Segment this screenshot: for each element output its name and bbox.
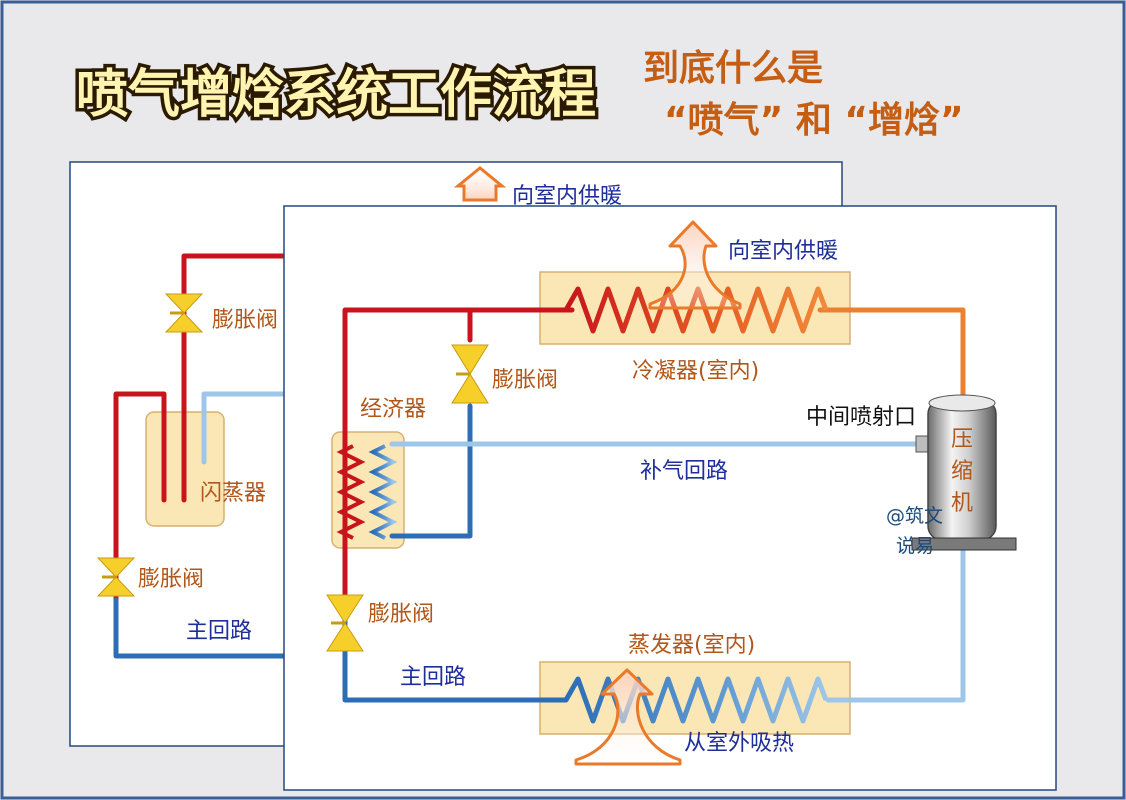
page-title: 喷气增焓系统工作流程 (76, 65, 596, 125)
condenser-label: 冷凝器(室内) (632, 359, 759, 384)
heating-arrow-icon (648, 220, 742, 310)
back-pipe-top (181, 253, 287, 503)
valve-top-icon (451, 344, 489, 404)
compressor-label-3: 机 (951, 491, 973, 516)
main-loop-label: 主回路 (400, 665, 466, 690)
front-panel: 向室内供暖 冷凝器(室内) 经济器 膨胀阀 膨胀阀 补气回路 主回路 蒸发器(室… (283, 205, 1057, 791)
valve-bottom-icon (326, 594, 364, 652)
evaporator-label: 蒸发器(室内) (628, 633, 755, 658)
subtitle-line-1: 到底什么是 (643, 48, 823, 89)
pipe-top-valve-down (389, 403, 473, 539)
absorb-label: 从室外吸热 (684, 731, 794, 756)
supplement-loop-label: 补气回路 (640, 459, 728, 484)
injection-port-label: 中间喷射口 (806, 405, 916, 430)
back-pipe-main-bottom (113, 597, 287, 659)
back-valve-top-icon (164, 293, 204, 333)
pipe-compressor-to-condenser (817, 307, 966, 403)
back-pipe-left-hot (113, 391, 167, 603)
watermark-line-1: @筑文 (886, 505, 943, 527)
back-main-loop-label: 主回路 (186, 619, 252, 644)
economizer-cold-coil (368, 444, 398, 540)
watermark-line-2: 说易 (896, 535, 934, 557)
back-pipe-flash-out (201, 391, 287, 465)
heating-label: 向室内供暖 (728, 239, 838, 264)
back-heating-label: 向室内供暖 (512, 184, 622, 209)
compressor-label-1: 压 (951, 427, 973, 452)
back-valve-bottom-label: 膨胀阀 (138, 567, 204, 592)
evaporator-coil (563, 676, 829, 724)
economizer-hot-coil (336, 444, 366, 540)
valve-top-label: 膨胀阀 (492, 368, 558, 393)
absorb-arrow-icon (574, 668, 682, 766)
subtitle-line-2: “喷气” 和 “增焓” (664, 100, 964, 141)
back-heating-arrow-icon (453, 166, 507, 202)
back-valve-bottom-icon (96, 557, 136, 597)
back-valve-top-label: 膨胀阀 (212, 308, 278, 333)
back-flash-tank-label: 闪蒸器 (200, 481, 266, 506)
valve-bottom-label: 膨胀阀 (368, 602, 434, 627)
compressor-icon (911, 394, 1017, 551)
economizer-label: 经济器 (360, 397, 426, 422)
compressor-label-2: 缩 (951, 459, 973, 484)
pipe-evaporator-to-compressor (825, 547, 966, 703)
pipe-condenser-left (342, 307, 575, 603)
